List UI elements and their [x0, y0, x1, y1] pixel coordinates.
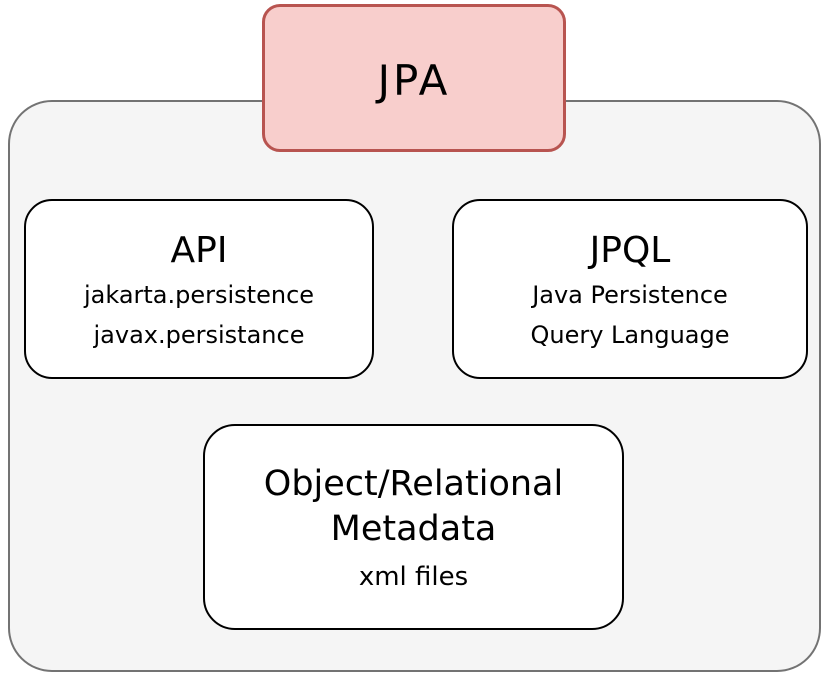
- jpql-node: JPQL Java Persistence Query Language: [452, 199, 808, 379]
- jpql-node-title: JPQL: [589, 229, 671, 271]
- api-node: API jakarta.persistence javax.persistanc…: [24, 199, 374, 379]
- api-node-line-javax: javax.persistance: [93, 320, 305, 349]
- metadata-node: Object/Relational Metadata xml files: [203, 424, 624, 630]
- jpql-node-line-2: Query Language: [530, 320, 730, 349]
- jpa-root-box: JPA: [262, 4, 566, 152]
- jpql-node-line-1: Java Persistence: [532, 281, 728, 310]
- metadata-node-title: Object/Relational Metadata: [263, 463, 564, 550]
- api-node-line-jakarta: jakarta.persistence: [83, 281, 315, 310]
- api-node-title: API: [170, 229, 228, 271]
- jpa-root-label: JPA: [377, 55, 451, 105]
- metadata-node-line-xml-files: xml files: [358, 561, 469, 592]
